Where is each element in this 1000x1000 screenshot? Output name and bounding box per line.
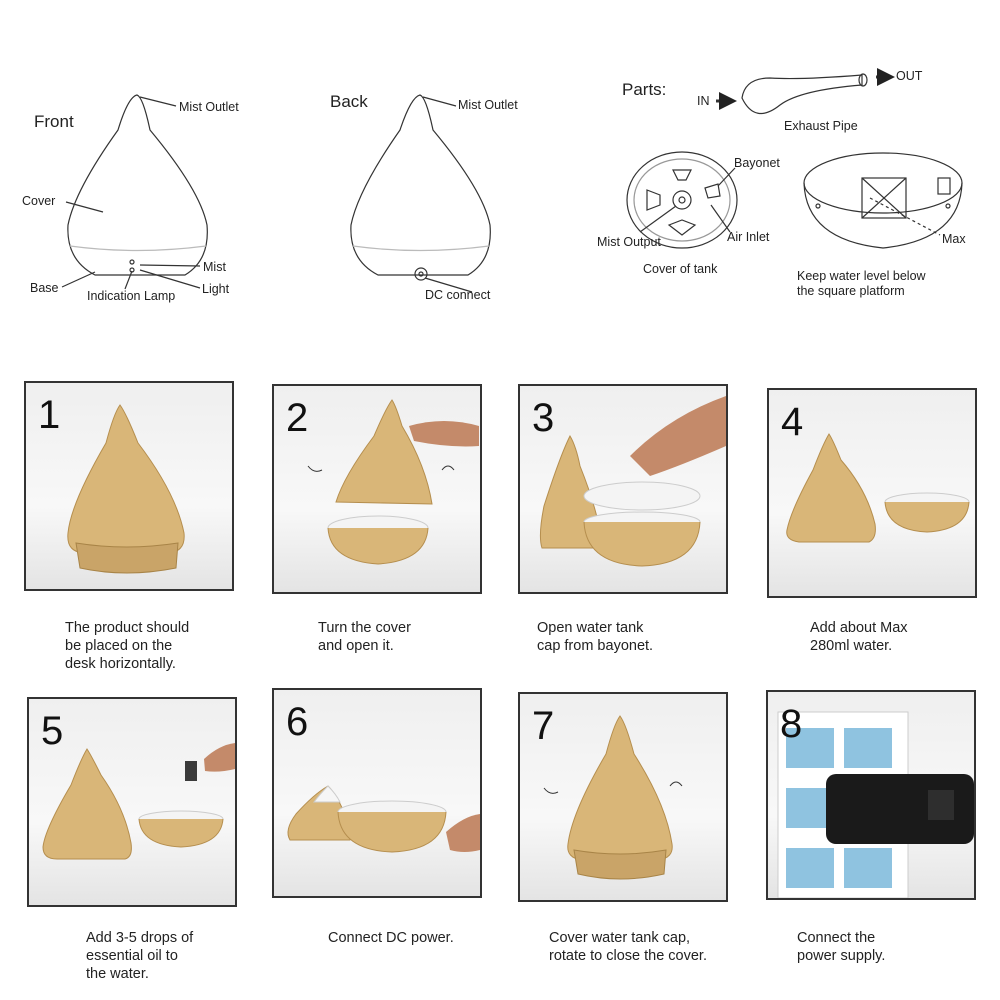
front-title: Front	[34, 112, 74, 131]
base-label: Base	[30, 281, 59, 295]
in-label: IN	[697, 94, 710, 108]
step-7-caption: Cover water tank cap, rotate to close th…	[549, 930, 707, 964]
exhaust-pipe-drawing	[716, 68, 895, 114]
add-water-image	[786, 433, 970, 543]
front-mist-outlet-label: Mist Outlet	[179, 100, 239, 114]
back-diffuser-drawing	[350, 94, 491, 293]
step-5-caption: Add 3-5 drops of essential oil to the wa…	[86, 930, 194, 982]
air-inlet-label: Air Inlet	[727, 230, 770, 244]
indication-lamp-label: Indication Lamp	[87, 289, 176, 303]
close-cover-image	[543, 715, 683, 880]
step-8-caption: Connect the power supply.	[797, 930, 886, 964]
exhaust-pipe-label: Exhaust Pipe	[784, 119, 858, 133]
step-number: 6	[286, 700, 309, 744]
step-number: 2	[286, 396, 309, 440]
bayonet-label: Bayonet	[734, 156, 780, 170]
step-7-photo: 7	[518, 692, 728, 902]
mist-label: Mist	[203, 260, 226, 274]
max-label: Max	[942, 232, 966, 246]
mist-output-label: Mist Output	[597, 235, 661, 249]
step-4-caption: Add about Max 280ml water.	[810, 620, 908, 654]
step-8-photo: 8	[766, 690, 976, 900]
step-6-caption: Connect DC power.	[328, 930, 454, 946]
tank-cover-drawing	[626, 151, 738, 249]
front-diffuser-drawing	[61, 94, 208, 290]
tank-base-drawing	[803, 152, 963, 249]
step-3-caption: Open water tank cap from bayonet.	[537, 620, 654, 654]
keep-water-line1: Keep water level below	[797, 269, 926, 283]
step-number: 8	[780, 702, 803, 746]
step-number: 3	[532, 396, 555, 440]
step-2-photo: 2	[272, 384, 482, 594]
back-title: Back	[330, 92, 368, 111]
open-tank-image	[539, 396, 726, 567]
step-3-photo: 3	[518, 384, 728, 594]
back-mist-outlet-label: Mist Outlet	[458, 98, 518, 112]
cover-lifting-image	[307, 399, 479, 565]
step-number: 5	[41, 709, 64, 753]
diffuser-image	[67, 404, 185, 574]
light-label: Light	[202, 282, 230, 296]
dc-connect-label: DC connect	[425, 288, 491, 302]
step-4-photo: 4	[767, 388, 977, 598]
out-label: OUT	[896, 69, 923, 83]
step-6-photo: 6	[272, 688, 482, 898]
add-oil-image	[42, 743, 235, 860]
step-number: 7	[532, 704, 555, 748]
product-diagram	[61, 68, 963, 293]
step-number: 4	[781, 400, 804, 444]
step-1-caption: The product should be placed on the desk…	[65, 620, 190, 672]
power-supply-image	[777, 711, 974, 898]
step-number: 1	[38, 393, 61, 437]
cover-label: Cover	[22, 194, 56, 208]
step-1-photo: 1	[24, 381, 234, 591]
step-2-caption: Turn the cover and open it.	[318, 620, 411, 654]
cover-of-tank-label: Cover of tank	[643, 262, 718, 276]
keep-water-line2: the square platform	[797, 284, 905, 298]
step-5-photo: 5	[27, 697, 237, 907]
parts-title: Parts:	[622, 80, 667, 99]
connect-dc-image	[287, 785, 480, 853]
